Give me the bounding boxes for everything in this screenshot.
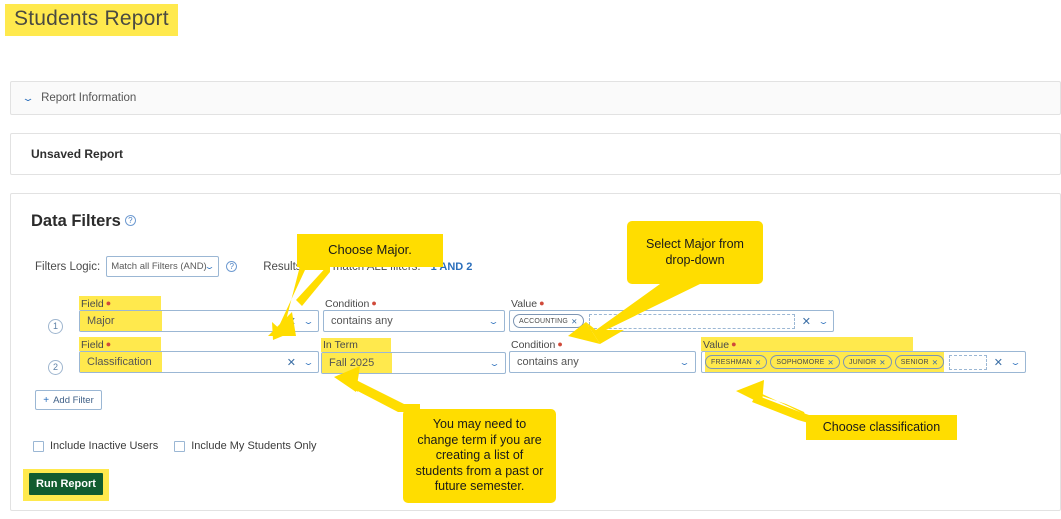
data-filters-title-text: Data Filters — [31, 212, 121, 230]
page-title: Students Report — [5, 4, 178, 36]
filter-2-value-group: Value● Freshman✕ Sophomore✕ Junior✕ Seni… — [701, 337, 1026, 373]
filter-2-condition-value: contains any — [517, 356, 579, 368]
filters-logic-help-icon[interactable]: ? — [226, 261, 238, 272]
callout-choose-major: Choose Major. — [297, 234, 443, 267]
value-chip-label: Accounting — [519, 317, 569, 325]
chip-remove-icon[interactable]: ✕ — [571, 316, 578, 326]
filters-logic-select[interactable]: Match all Filters (AND) ⌄ — [106, 256, 220, 277]
value-chip-label: Freshman — [711, 358, 752, 366]
chevron-down-icon[interactable]: ⌄ — [1009, 358, 1022, 367]
add-filter-label: Add Filter — [53, 394, 94, 406]
run-report-button[interactable]: Run Report — [29, 473, 103, 495]
plus-icon: + — [43, 394, 50, 406]
filter-1-value-chips: Accounting✕ — [513, 311, 584, 331]
chip-remove-icon[interactable]: ✕ — [931, 357, 939, 367]
include-my-students-only-label: Include My Students Only — [191, 440, 317, 452]
filter-1-value-group: Value● Accounting✕ ✕ ⌄ — [509, 296, 834, 332]
filter-1-condition-select[interactable]: contains any ⌄ — [323, 310, 505, 332]
filter-2-value-input[interactable] — [949, 354, 987, 370]
report-information-header[interactable]: ⌄ Report Information — [11, 82, 1060, 114]
callout-select-major: Select Major from drop-down — [627, 221, 763, 284]
filter-2-condition-group: Condition● contains any ⌄ — [509, 337, 696, 373]
filter-2-value-multiselect[interactable]: Freshman✕ Sophomore✕ Junior✕ Senior✕ ✕ ⌄ — [701, 351, 1026, 373]
filter-row: 1 Field● Major ✕ ⌄ Condition● contains a… — [11, 296, 1060, 341]
chevron-down-icon[interactable]: ⌄ — [678, 358, 691, 367]
chevron-down-icon[interactable]: ⌄ — [817, 317, 830, 326]
add-filter-button[interactable]: + Add Filter — [35, 390, 102, 410]
filters-logic-label: Filters Logic: — [35, 260, 101, 273]
checkbox-icon[interactable] — [33, 440, 44, 452]
include-inactive-users-label: Include Inactive Users — [50, 440, 159, 452]
filter-2-term-label: In Term — [321, 338, 391, 352]
filter-2-field-select[interactable]: Classification ✕ ⌄ — [79, 351, 319, 373]
unsaved-report-label: Unsaved Report — [31, 147, 124, 161]
unsaved-report-panel: Unsaved Report — [10, 133, 1061, 175]
run-report-highlight: Run Report — [23, 469, 109, 501]
value-chip[interactable]: Senior✕ — [894, 355, 945, 369]
value-chip-label: Sophomore — [776, 358, 825, 366]
filter-2-value-chips: Freshman✕ Sophomore✕ Junior✕ Senior✕ — [705, 352, 945, 372]
value-chip[interactable]: Junior✕ — [842, 355, 892, 369]
chevron-down-icon: ⌄ — [203, 262, 216, 272]
filter-1-value-label: Value● — [511, 298, 545, 310]
filter-2-field-group: Field● Classification ✕ ⌄ — [79, 337, 319, 373]
filter-2-field-label: Field● — [79, 337, 161, 351]
chevron-down-icon[interactable]: ⌄ — [488, 359, 501, 368]
filter-row-number: 1 — [48, 319, 63, 334]
clear-icon[interactable]: ✕ — [286, 356, 296, 369]
filter-2-term-value: Fall 2025 — [322, 353, 392, 373]
clear-icon[interactable]: ✕ — [801, 315, 811, 328]
callout-change-term: You may need to change term if you are c… — [403, 409, 556, 503]
filter-2-field-value: Classification — [80, 352, 162, 372]
filter-1-field-label: Field● — [79, 296, 161, 310]
filter-1-condition-value: contains any — [331, 315, 393, 327]
value-chip[interactable]: Accounting✕ — [513, 314, 584, 328]
filter-row-number: 2 — [48, 360, 63, 375]
filter-2-value-label: Value● — [701, 337, 913, 351]
checkbox-icon[interactable] — [174, 440, 186, 452]
report-information-panel[interactable]: ⌄ Report Information — [10, 81, 1061, 115]
value-chip-label: Junior — [848, 358, 877, 366]
chevron-down-icon[interactable]: ⌄ — [302, 358, 315, 367]
include-inactive-users-option[interactable]: Include Inactive Users — [33, 440, 158, 452]
filter-2-condition-label: Condition● — [511, 339, 563, 351]
clear-icon[interactable]: ✕ — [993, 356, 1003, 369]
value-chip[interactable]: Sophomore✕ — [770, 355, 840, 369]
filter-2-term-select[interactable]: Fall 2025 ⌄ — [321, 352, 506, 374]
filter-1-field-value: Major — [80, 311, 162, 331]
data-filters-title: Data Filters? — [31, 212, 136, 231]
report-information-label: Report Information — [41, 92, 137, 104]
filter-options-row: Include Inactive Users Include My Studen… — [33, 440, 317, 452]
help-icon[interactable]: ? — [124, 215, 136, 226]
chip-remove-icon[interactable]: ✕ — [827, 357, 834, 367]
filter-1-condition-label: Condition● — [325, 298, 377, 310]
unsaved-report-row: Unsaved Report — [11, 134, 1060, 174]
filter-2-term-group: In Term Fall 2025 ⌄ — [321, 337, 506, 374]
filter-2-condition-select[interactable]: contains any ⌄ — [509, 351, 696, 373]
chip-remove-icon[interactable]: ✕ — [879, 357, 886, 367]
filter-1-field-group: Field● Major ✕ ⌄ — [79, 296, 319, 332]
filter-1-condition-group: Condition● contains any ⌄ — [323, 296, 505, 332]
clear-icon[interactable]: ✕ — [286, 315, 296, 328]
chevron-down-icon: ⌄ — [21, 92, 35, 104]
chevron-down-icon[interactable]: ⌄ — [302, 317, 315, 326]
chevron-down-icon[interactable]: ⌄ — [487, 317, 500, 326]
filters-logic-value: Match all Filters (AND) — [111, 261, 207, 272]
chip-remove-icon[interactable]: ✕ — [754, 357, 762, 367]
include-my-students-only-option[interactable]: Include My Students Only — [174, 440, 317, 452]
filter-1-value-multiselect[interactable]: Accounting✕ ✕ ⌄ — [509, 310, 834, 332]
callout-choose-classification: Choose classification — [806, 415, 957, 440]
value-chip-label: Senior — [900, 358, 929, 366]
value-chip[interactable]: Freshman✕ — [705, 355, 768, 369]
filter-1-value-input[interactable] — [588, 313, 795, 329]
filter-row: 2 Field● Classification ✕ ⌄ In Term Fall… — [11, 337, 1060, 382]
filter-1-field-select[interactable]: Major ✕ ⌄ — [79, 310, 319, 332]
